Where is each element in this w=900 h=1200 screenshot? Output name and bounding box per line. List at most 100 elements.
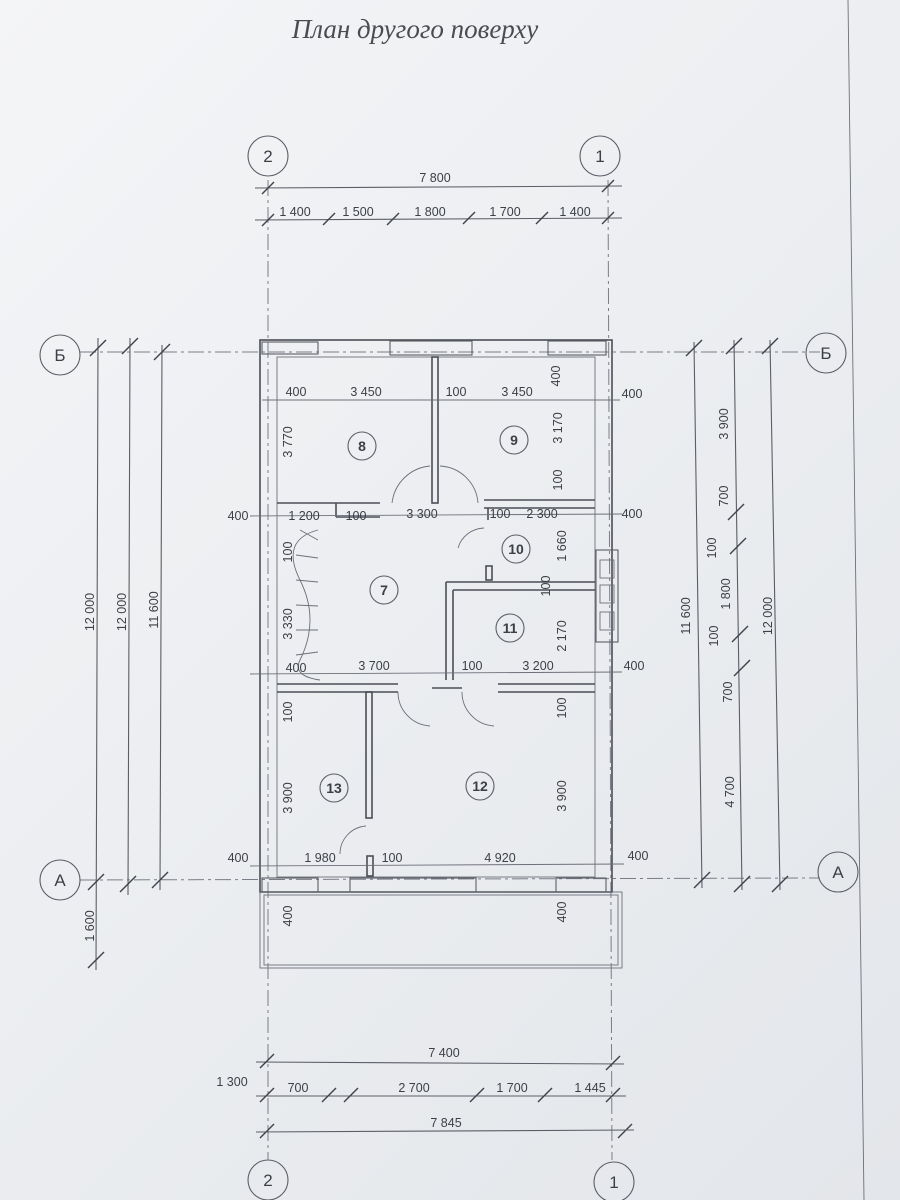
dim-left-12000a: 12 000 xyxy=(83,593,97,631)
dim-bottom-total2: 7 845 xyxy=(430,1116,461,1130)
axis-label-1-bottom: 1 xyxy=(609,1173,618,1192)
dim-v-100b: 100 xyxy=(281,542,295,563)
axis-bubble-B-left xyxy=(39,334,81,376)
dim-v-3170: 3 170 xyxy=(551,412,565,443)
axis-bubble-1-bottom xyxy=(593,1161,635,1200)
dim-line-left-3 xyxy=(159,344,163,891)
dim-row1-e: 400 xyxy=(549,366,563,387)
dim-row2-b: 1 200 xyxy=(288,509,319,523)
axis-bubble-2-bottom xyxy=(247,1159,289,1200)
dim-row1-f: 400 xyxy=(622,387,643,401)
axis-bubble-A-right xyxy=(817,851,859,893)
dim-v-400a: 400 xyxy=(281,906,295,927)
room-marker-12 xyxy=(465,771,495,801)
dim-v-1660: 1 660 xyxy=(555,530,569,561)
plan-title: План другого поверху xyxy=(291,14,539,44)
dim-top-4: 1 700 xyxy=(489,205,520,219)
dim-line-bottom-total2 xyxy=(255,1129,635,1133)
dim-bottom-5: 1 445 xyxy=(574,1081,605,1095)
dim-row2-e: 100 xyxy=(490,507,511,521)
dim-row2-c: 100 xyxy=(346,509,367,523)
dim-ticks-left xyxy=(87,337,171,969)
dim-bottom-2: 700 xyxy=(288,1081,309,1095)
dim-line-row4 xyxy=(249,863,625,867)
dim-line-bottom-total1 xyxy=(255,1061,625,1065)
room-marker-13 xyxy=(319,773,349,803)
room-marker-7 xyxy=(369,575,399,605)
dim-row1-d: 3 450 xyxy=(501,385,532,399)
axis-label-2-bottom: 2 xyxy=(263,1171,272,1190)
dim-right-12000: 12 000 xyxy=(761,597,775,635)
room-marker-9 xyxy=(499,425,529,455)
dim-v-2170: 2 170 xyxy=(555,620,569,651)
dim-right-100b: 100 xyxy=(707,626,721,647)
dim-row3-c: 100 xyxy=(462,659,483,673)
dim-row3-e: 400 xyxy=(624,659,645,673)
room-number-9: 9 xyxy=(510,432,518,448)
dim-bottom-1: 1 300 xyxy=(216,1075,247,1089)
dim-v-100e: 100 xyxy=(555,698,569,719)
dim-row1-c: 100 xyxy=(446,385,467,399)
vent-channel-1 xyxy=(599,559,615,579)
vent-channel-3 xyxy=(599,611,615,631)
axis-line-1 xyxy=(607,179,613,1161)
dim-row1-a: 400 xyxy=(286,385,307,399)
dim-ticks-bottom xyxy=(259,1053,633,1139)
dim-v-100d: 100 xyxy=(281,702,295,723)
dim-row3-b: 3 700 xyxy=(358,659,389,673)
dim-row4-e: 400 xyxy=(628,849,649,863)
dim-row2-g: 400 xyxy=(622,507,643,521)
dim-v-3330: 3 330 xyxy=(281,608,295,639)
axis-bubble-1-top xyxy=(579,135,621,177)
dim-right-4700: 4 700 xyxy=(723,776,737,807)
terrace-inner xyxy=(263,894,619,966)
dim-right-700b: 700 xyxy=(721,682,735,703)
dim-top-3: 1 800 xyxy=(414,205,445,219)
dim-v-100c: 100 xyxy=(539,576,553,597)
dim-bottom-4: 1 700 xyxy=(496,1081,527,1095)
dim-v-3900a: 3 900 xyxy=(281,782,295,813)
dim-line-top-total xyxy=(254,185,623,189)
dim-line-row2 xyxy=(249,513,623,517)
dim-row2-f: 2 300 xyxy=(526,507,557,521)
dim-row4-b: 1 980 xyxy=(304,851,335,865)
axis-label-A-left: А xyxy=(54,871,66,890)
dim-top-2: 1 500 xyxy=(342,205,373,219)
dim-right-700a: 700 xyxy=(717,486,731,507)
axis-bubble-B-right xyxy=(805,332,847,374)
dim-right-1800: 1 800 xyxy=(719,578,733,609)
dim-line-row3 xyxy=(249,671,623,675)
dim-left-1600: 1 600 xyxy=(83,910,97,941)
room-number-13: 13 xyxy=(326,780,342,796)
terrace-outline xyxy=(259,891,623,969)
room-number-7: 7 xyxy=(380,582,388,598)
window-bottom-1 xyxy=(261,877,319,893)
axis-label-A-right: А xyxy=(832,863,844,882)
window-top-2 xyxy=(389,340,473,356)
room-marker-8 xyxy=(347,431,377,461)
dim-top-5: 1 400 xyxy=(559,205,590,219)
axis-line-A xyxy=(79,877,821,881)
vent-block xyxy=(595,549,619,643)
axis-label-B-left: Б xyxy=(54,346,65,365)
dim-line-left-2 xyxy=(127,337,131,896)
dim-row3-d: 3 200 xyxy=(522,659,553,673)
dim-row3-a: 400 xyxy=(286,661,307,675)
room-number-10: 10 xyxy=(508,541,524,557)
dim-left-11600: 11 600 xyxy=(147,591,161,628)
staircase xyxy=(292,529,321,681)
room-marker-10 xyxy=(501,534,531,564)
dim-ticks-top xyxy=(261,179,615,227)
dim-row4-d: 4 920 xyxy=(484,851,515,865)
dim-line-top-chain xyxy=(254,217,623,221)
vent-channel-2 xyxy=(599,584,615,604)
frame-line xyxy=(847,0,865,1200)
dim-row2-a: 400 xyxy=(228,509,249,523)
dim-top-total: 7 800 xyxy=(419,171,450,185)
dim-row1-b: 3 450 xyxy=(350,385,381,399)
axis-label-B-right: Б xyxy=(820,344,831,363)
dim-bottom-3: 2 700 xyxy=(398,1081,429,1095)
room-number-12: 12 xyxy=(472,778,488,794)
interior-walls xyxy=(277,356,595,877)
